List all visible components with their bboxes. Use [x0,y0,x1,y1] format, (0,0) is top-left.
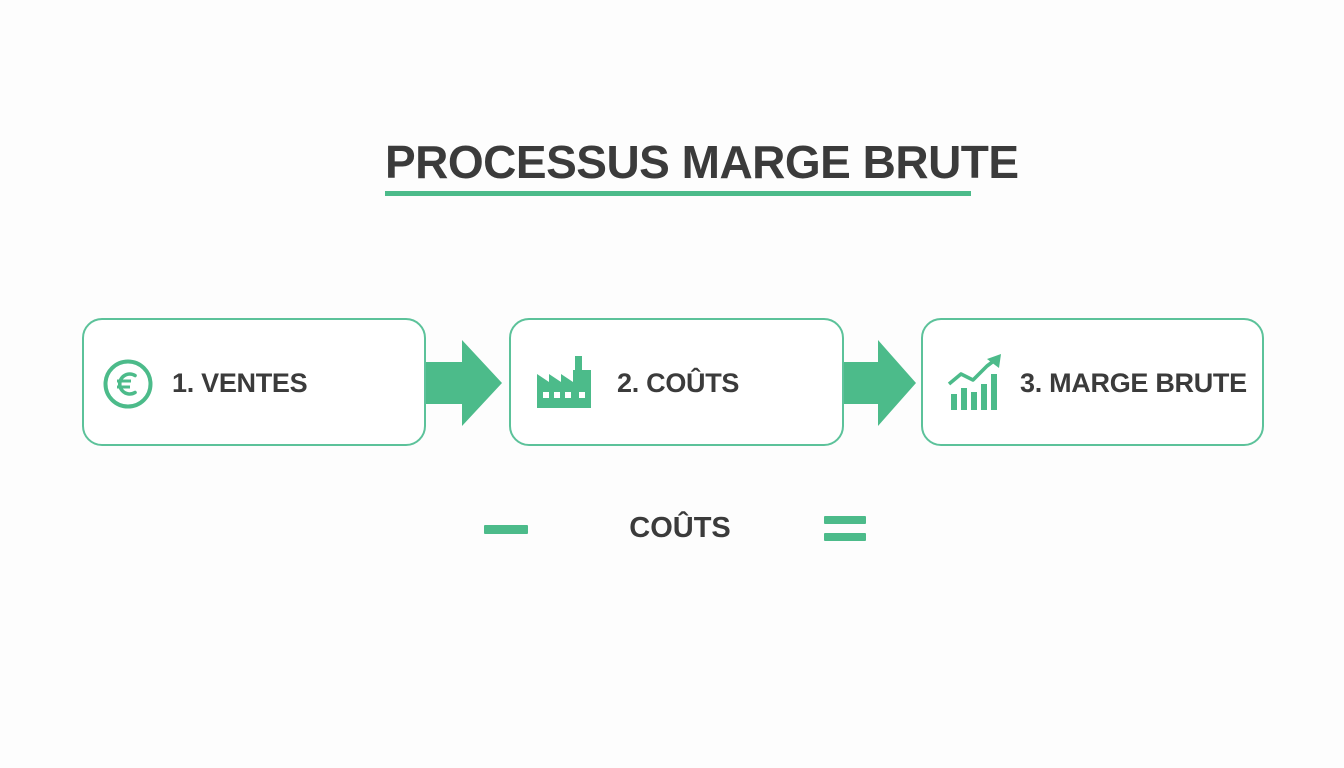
equals-sign-icon [824,516,866,542]
arrow-right-icon [426,340,502,426]
page-title: PROCESSUS MARGE BRUTE [385,136,1019,188]
euro-icon [103,359,153,409]
step-marge-brute-box: 3. MARGE BRUTE [921,318,1264,446]
step-label-couts: 2. COÛTS [617,368,740,398]
step-label-marge-brute: 3. MARGE BRUTE [1020,368,1247,398]
minus-sign-icon [484,525,528,534]
step-label-ventes: 1. VENTES [172,368,308,398]
growth-chart-icon [947,354,1001,410]
equals-bar-top [824,516,866,524]
arrow-right-icon [844,340,916,426]
step-ventes-box: 1. VENTES [82,318,426,446]
factory-icon [537,356,591,408]
equals-bar-bottom [824,533,866,541]
step-couts-box: 2. COÛTS [509,318,844,446]
formula-couts-label: COÛTS [629,512,731,544]
title-underline [385,191,971,196]
